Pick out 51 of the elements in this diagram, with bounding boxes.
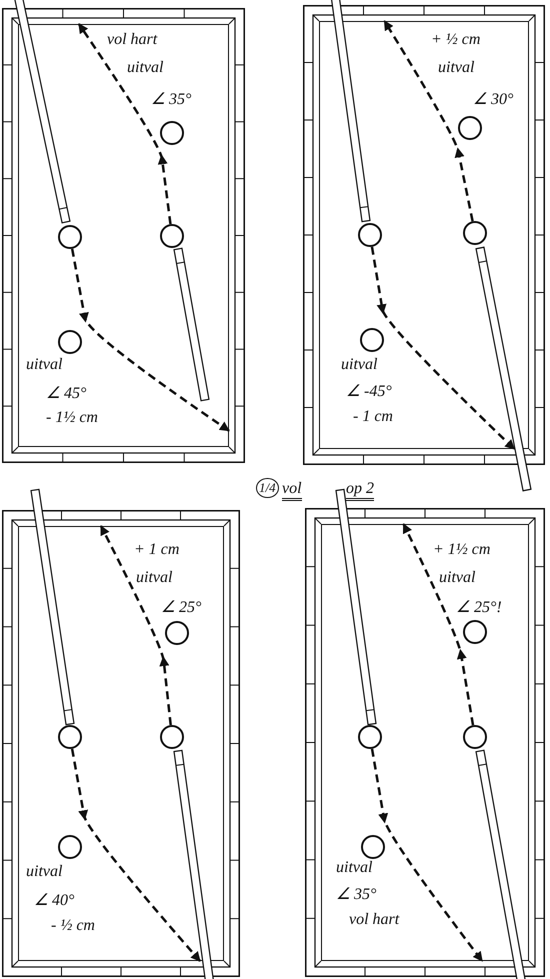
- billiard-ball: [358, 725, 382, 749]
- billiard-ball: [463, 620, 487, 644]
- handwritten-note: uitval: [127, 59, 164, 77]
- billiard-ball: [360, 328, 384, 352]
- handwritten-note: ∠ -45°: [346, 382, 392, 401]
- handwritten-note: uitval: [336, 859, 372, 877]
- handwritten-note: ∠ 30°: [473, 90, 514, 109]
- handwritten-note: uitval: [439, 569, 476, 587]
- circled-fraction: 1/4: [256, 478, 279, 498]
- billiard-ball: [463, 725, 487, 749]
- handwritten-note: + 1½ cm: [433, 541, 490, 559]
- handwritten-note: ∠ 25°: [161, 598, 202, 617]
- heading-text: vol: [282, 480, 302, 501]
- handwritten-note: - 1 cm: [353, 408, 393, 426]
- handwritten-note: ∠ 45°: [46, 384, 86, 403]
- ball-path-arrow: [370, 246, 516, 450]
- billiard-ball: [358, 223, 382, 247]
- handwritten-note: + 1 cm: [134, 541, 180, 559]
- ball-path-arrow: [78, 23, 172, 224]
- ball-path-arrow: [70, 748, 201, 962]
- ball-path-arrow: [383, 20, 474, 222]
- billiard-ball: [458, 116, 482, 140]
- billiard-ball: [58, 330, 82, 354]
- handwritten-note: uitval: [341, 356, 378, 374]
- handwritten-note: + ½ cm: [431, 31, 480, 49]
- billiard-ball: [58, 225, 82, 249]
- billiard-ball: [463, 221, 487, 245]
- handwritten-note: uitval: [26, 863, 62, 881]
- billiard-ball: [160, 224, 184, 248]
- ball-path-arrow: [70, 248, 230, 432]
- handwritten-note: vol hart: [349, 911, 400, 929]
- handwritten-note: ∠ 35°: [336, 885, 376, 904]
- heading-text: op 2: [346, 480, 374, 501]
- handwritten-note: vol hart: [107, 31, 158, 49]
- handwritten-note: ∠ 25°!: [456, 598, 502, 617]
- billiard-ball: [58, 835, 82, 859]
- ball-path-arrow: [370, 748, 484, 962]
- billiard-ball: [58, 725, 82, 749]
- ball-path-arrow: [100, 525, 172, 726]
- billiard-ball: [165, 621, 189, 645]
- handwritten-note: ∠ 35°: [151, 90, 192, 109]
- handwritten-note: uitval: [136, 569, 172, 587]
- handwritten-note: - 1½ cm: [46, 409, 98, 427]
- handwritten-note: - ½ cm: [51, 917, 95, 935]
- billiard-ball: [160, 725, 184, 749]
- billiard-ball: [160, 121, 184, 145]
- handwritten-note: uitval: [438, 59, 474, 77]
- ball-path-arrow: [402, 523, 474, 726]
- billiard-ball: [361, 835, 385, 859]
- handwritten-note: uitval: [26, 356, 62, 374]
- handwritten-note: ∠ 40°: [34, 891, 74, 910]
